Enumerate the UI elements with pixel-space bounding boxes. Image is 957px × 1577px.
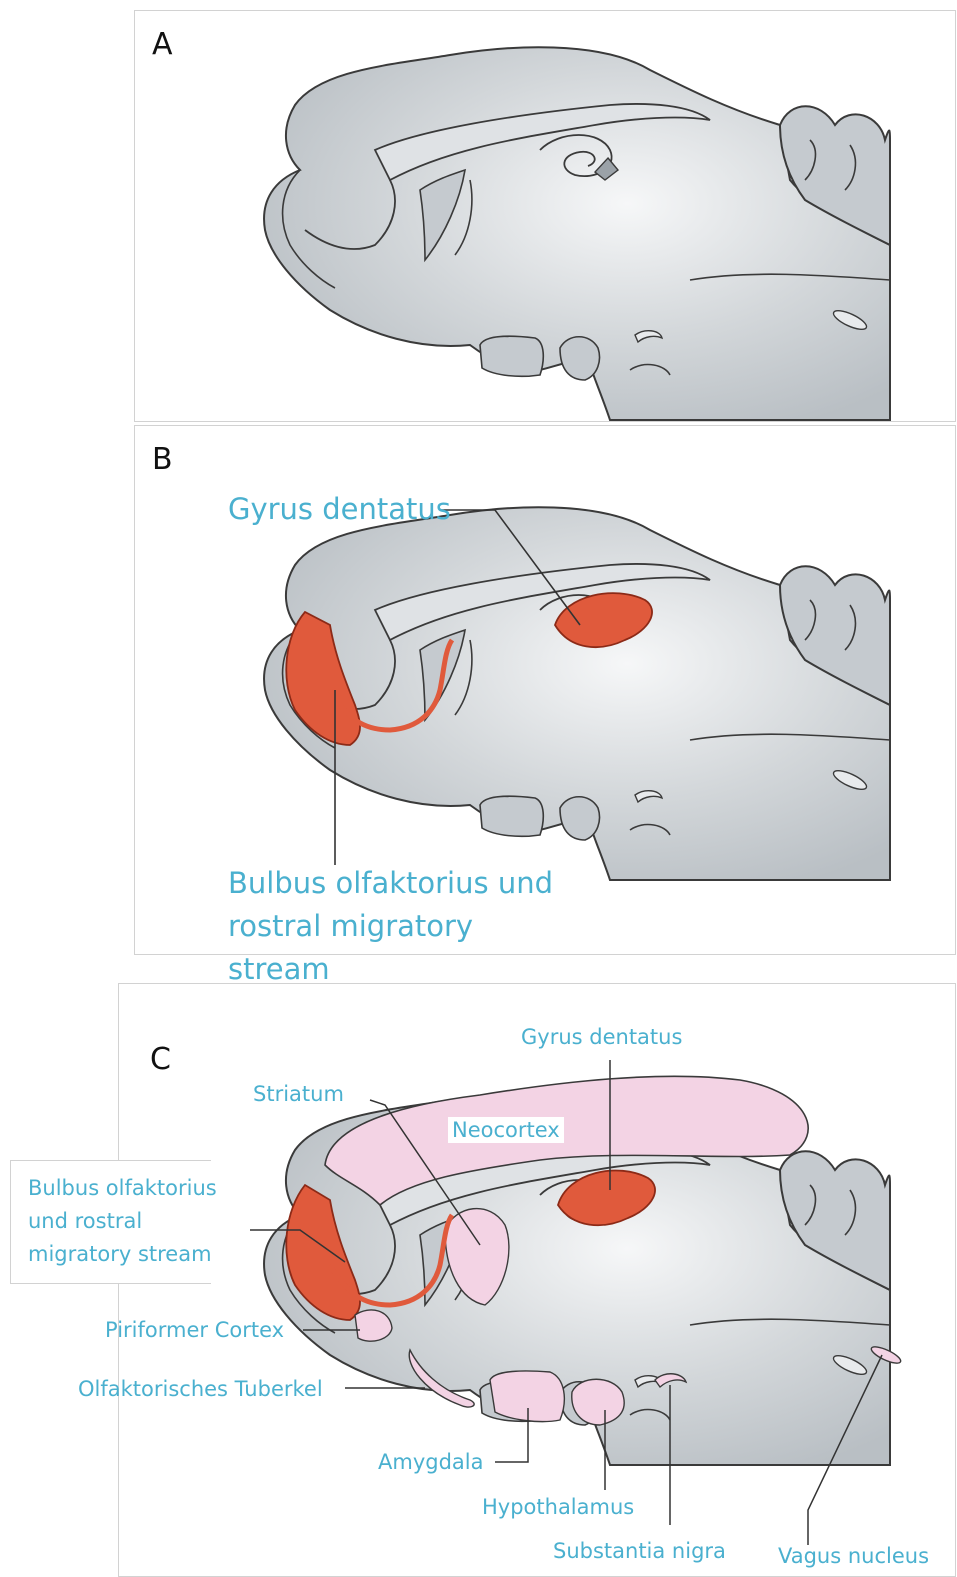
label-vagus-c: Vagus nucleus [778, 1543, 929, 1569]
panel-letter-a: A [152, 30, 173, 60]
panel-letter-c: C [150, 1045, 171, 1075]
label-bulbus-c-line3: migratory stream [28, 1241, 212, 1267]
label-amygdala-c: Amygdala [378, 1449, 483, 1475]
panel-letter-b: B [152, 445, 173, 475]
label-substantia-c: Substantia nigra [553, 1538, 726, 1564]
hypothalamus-pink [572, 1379, 624, 1425]
brain-diagram-a [264, 47, 890, 420]
brain-diagram-b [264, 507, 890, 880]
label-bulbus-b-line1: Bulbus olfaktorius und [228, 862, 553, 905]
label-bulbus-c-line2: und rostral [28, 1208, 142, 1234]
label-neocortex-c: Neocortex [448, 1117, 564, 1143]
label-striatum-c: Striatum [253, 1081, 344, 1107]
brain-diagram-c [250, 1060, 903, 1545]
label-piriform-c: Piriformer Cortex [105, 1317, 284, 1343]
amygdala-pink [490, 1371, 564, 1422]
label-gyrus-c: Gyrus dentatus [521, 1024, 682, 1050]
label-hypothalamus-c: Hypothalamus [482, 1494, 634, 1520]
label-bulbus-b-line3: stream [228, 948, 330, 991]
label-gyrus-b: Gyrus dentatus [228, 488, 451, 531]
label-bulbus-b-line2: rostral migratory [228, 905, 473, 948]
label-tuberkel-c: Olfaktorisches Tuberkel [78, 1376, 323, 1402]
label-bulbus-c-line1: Bulbus olfaktorius [28, 1175, 217, 1201]
